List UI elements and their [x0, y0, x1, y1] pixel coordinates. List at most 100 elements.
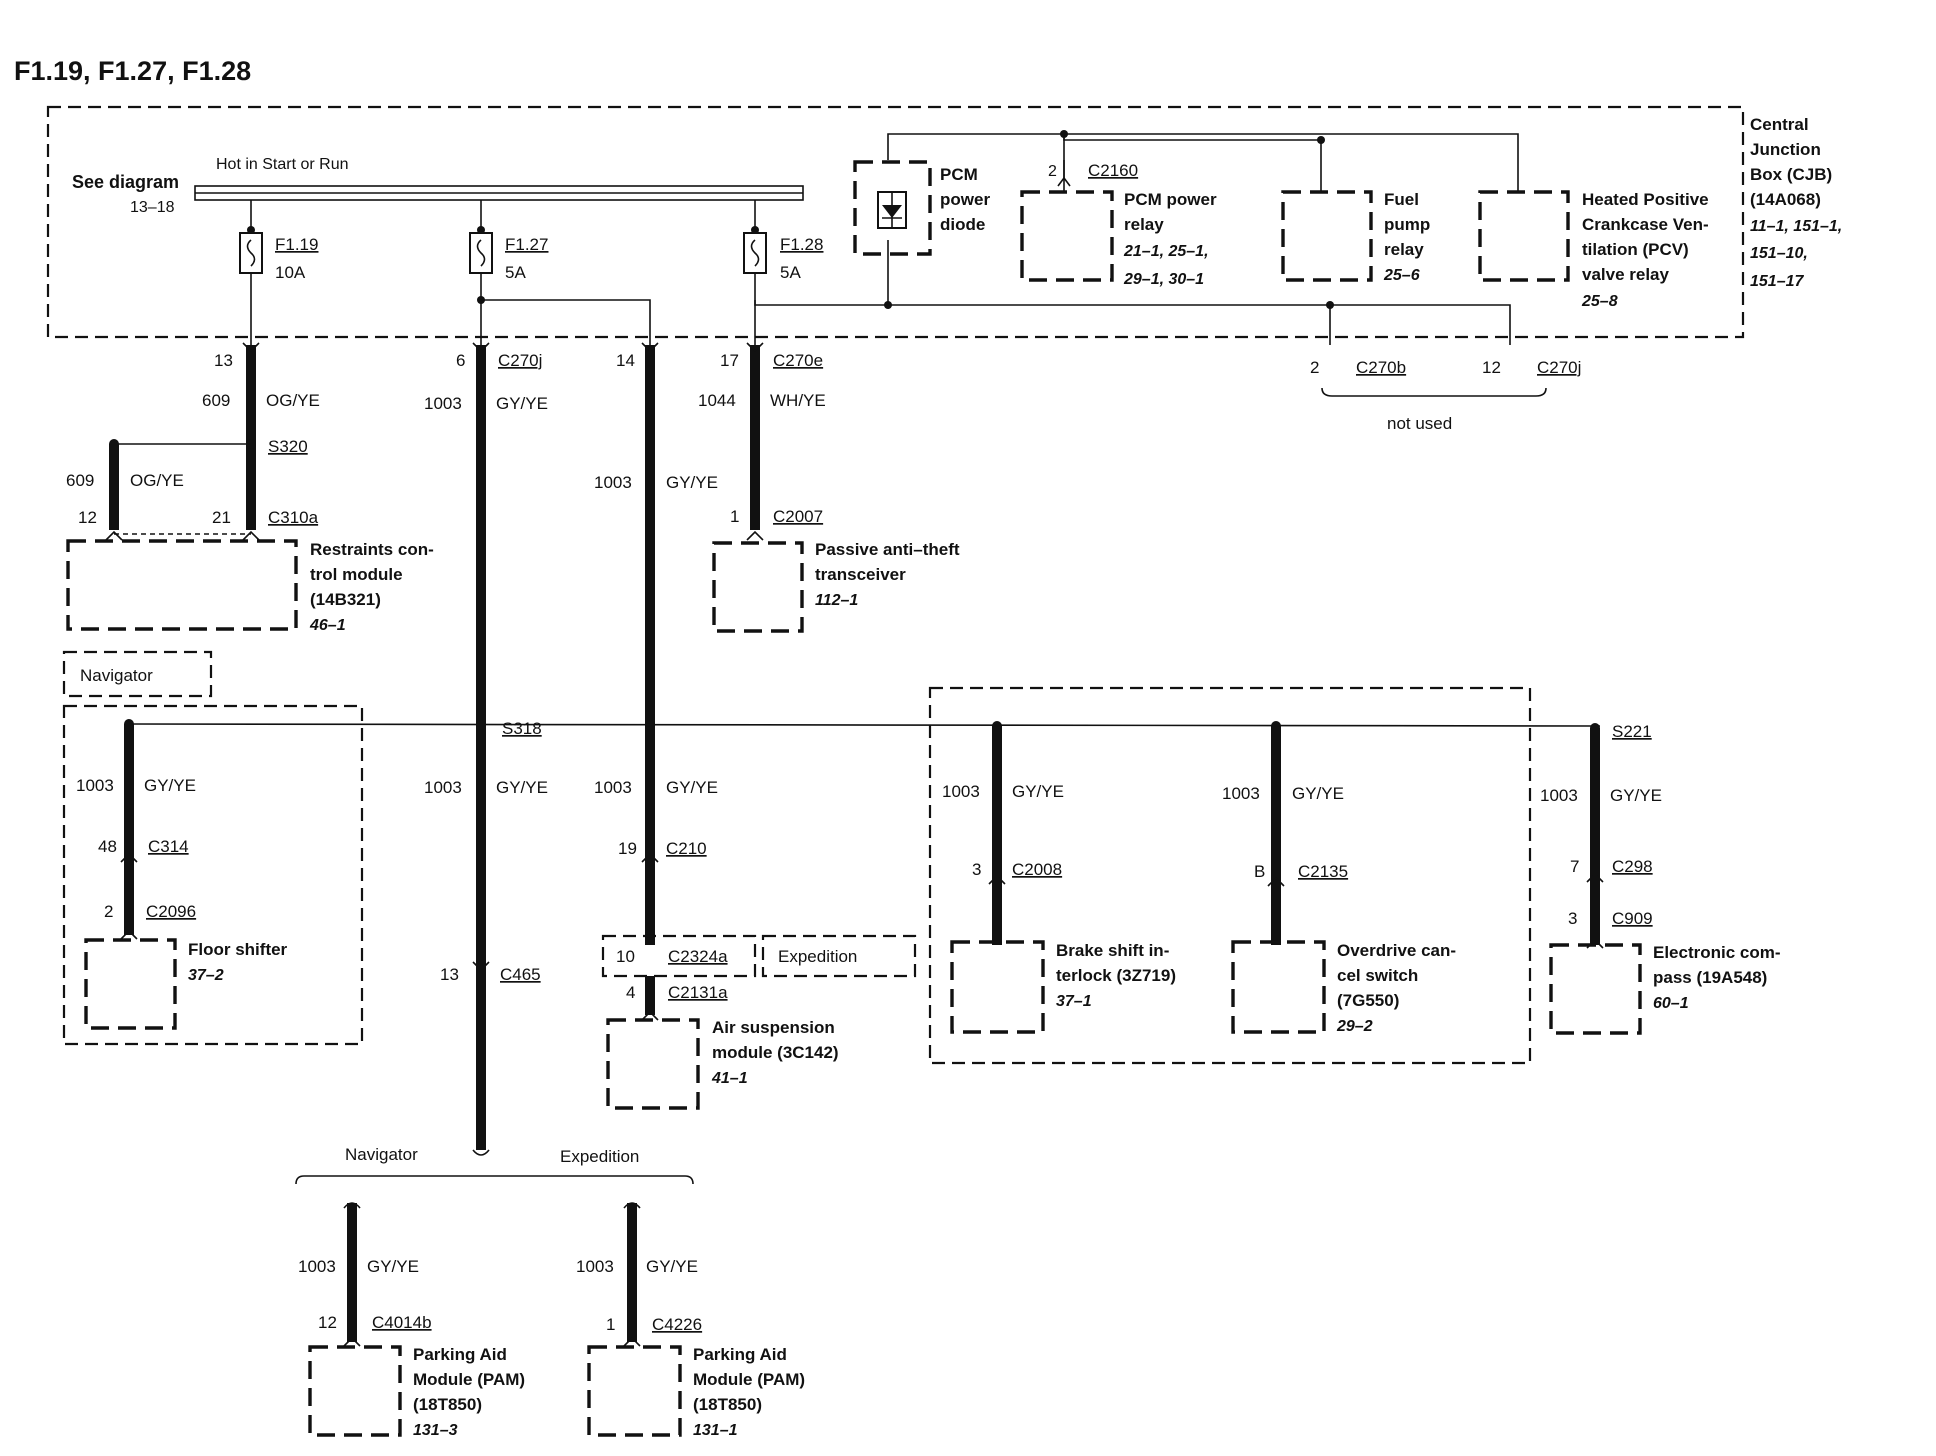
circuit-number: 1044 [698, 391, 736, 410]
splice-s320: S320 [268, 437, 308, 456]
passive-anti-theft-transceiver: Passive anti–theft transceiver 112–1 [712, 540, 960, 633]
pats-pin: 1 [730, 507, 739, 526]
circuit-number: 1003 [1222, 784, 1260, 803]
connector-label-2: C2096 [146, 902, 196, 921]
connector-label: C270j [498, 351, 542, 370]
pin-label-2: 10 [616, 947, 635, 966]
wire-color: GY/YE [1012, 782, 1064, 801]
connector-label: C4014b [372, 1313, 432, 1332]
cjb-label-4: (14A068) [1750, 190, 1821, 209]
fuse-name: F1.27 [505, 235, 548, 254]
pin-label: 14 [616, 351, 635, 370]
splice-s318: S318 [502, 719, 542, 738]
air-suspension-circuit: 1003 GY/YE 19 C210 10 C2324a Expedition … [594, 778, 917, 1021]
not-used-pin-1: 2 [1310, 358, 1319, 377]
rcm-label-1: Restraints con- [310, 540, 434, 559]
s318-bus [128, 723, 1601, 727]
overdrive-label-3: (7G550) [1337, 991, 1399, 1010]
pats-connector: C2007 [773, 507, 823, 526]
circuit-609: 13 609 OG/YE S320 609 OG/YE 12 21 C310a [66, 342, 320, 541]
trunk-wire-color: GY/YE [496, 778, 548, 797]
fuse-name: F1.19 [275, 235, 318, 254]
wire-color: GY/YE [144, 776, 196, 795]
pcv-valve-relay: Heated Positive Crankcase Ven- tilation … [1478, 190, 1709, 310]
restraints-control-module: Restraints con- trol module (14B321) 46–… [66, 539, 434, 634]
expedition-tag: Expedition [778, 947, 857, 966]
fuse-rating: 5A [505, 263, 526, 282]
option-group-border [928, 686, 1532, 1065]
pcv-label-2: Crankcase Ven- [1582, 215, 1709, 234]
pam-nav-label-2: Module (PAM) [413, 1370, 525, 1389]
fuel-pump-relay: Fuel pump relay 25–6 [1281, 190, 1430, 284]
pam-expedition-module: Parking Aid Module (PAM) (18T850) 131–1 [587, 1345, 805, 1439]
pin-label: 3 [972, 860, 981, 879]
cjb-internal-wiring [754, 130, 1519, 345]
wire-color: WH/YE [770, 391, 826, 410]
pin-label-1: 7 [1570, 857, 1579, 876]
air-susp-label-2: module (3C142) [712, 1043, 839, 1062]
circuit-1044: 17 C270e 1044 WH/YE 1 C2007 [698, 342, 826, 541]
air-susp-label-1: Air suspension [712, 1018, 835, 1037]
pin-label: B [1254, 862, 1265, 881]
branch-wire-color: OG/YE [130, 471, 184, 490]
circuit-number: 1003 [594, 473, 632, 492]
pcv-label-3: tilation (PCV) [1582, 240, 1689, 259]
pam-exp-label-2: Module (PAM) [693, 1370, 805, 1389]
relay-label-2: relay [1124, 215, 1164, 234]
cjb-label-2: Junction [1750, 140, 1821, 159]
pin-label: 12 [318, 1313, 337, 1332]
branch-circuit-number: 609 [66, 471, 94, 490]
fuel-relay-label-2: pump [1384, 215, 1430, 234]
fuse-rating: 10A [275, 263, 306, 282]
pin-label: 17 [720, 351, 739, 370]
pam-expedition-circuit: 1003 GY/YE 1 C4226 [576, 1202, 702, 1347]
pcv-ref: 25–8 [1581, 293, 1618, 310]
brake-shift-interlock: Brake shift in- terlock (3Z719) 37–1 [950, 940, 1176, 1034]
connector-label-1: C298 [1612, 857, 1653, 876]
pam-nav-ref: 131–3 [413, 1422, 458, 1439]
see-diagram-label: See diagram [72, 172, 179, 192]
fuel-relay-label-3: relay [1384, 240, 1424, 259]
relay-ref-1: 21–1, 25–1, [1123, 243, 1209, 260]
pam-navigator-circuit: 1003 GY/YE 12 C4014b [298, 1202, 432, 1347]
floor-shifter: Floor shifter 37–2 [84, 938, 288, 1030]
pin-label: 1 [606, 1315, 615, 1334]
overdrive-label-2: cel switch [1337, 966, 1418, 985]
pam-nav-label-3: (18T850) [413, 1395, 482, 1414]
wire-color: GY/YE [646, 1257, 698, 1276]
fuel-relay-ref: 25–6 [1383, 267, 1420, 284]
pin-label: 6 [456, 351, 465, 370]
pcv-label-4: valve relay [1582, 265, 1670, 284]
electronic-compass: Electronic com- pass (19A548) 60–1 [1549, 943, 1781, 1035]
model-split: Navigator Expedition [295, 1145, 694, 1185]
cjb-label-1: Central [1750, 115, 1809, 134]
circuit-number: 1003 [1540, 786, 1578, 805]
pcv-label-1: Heated Positive [1582, 190, 1709, 209]
central-junction-box: Central Junction Box (CJB) (14A068) 11–1… [46, 105, 1842, 339]
branch-pin: 12 [78, 508, 97, 527]
floor-shifter-circuit: 1003 GY/YE 48 C314 2 C2096 [76, 719, 196, 940]
diode-label-2: power [940, 190, 990, 209]
pin-label: 13 [214, 351, 233, 370]
trunk-pin: 13 [440, 965, 459, 984]
circuit-number: 609 [202, 391, 230, 410]
circuit-1003-middle: 14 1003 GY/YE [594, 342, 718, 945]
split-left: Navigator [345, 1145, 418, 1164]
pin-label-1: 19 [618, 839, 637, 858]
pin-label-1: 48 [98, 837, 117, 856]
not-used-connectors: 2 C270b 12 C270j not used [1310, 358, 1581, 433]
circuit-number: 1003 [424, 394, 462, 413]
wire-color: GY/YE [496, 394, 548, 413]
not-used-label: not used [1387, 414, 1452, 433]
rcm-ref: 46–1 [309, 617, 346, 634]
pats-label-1: Passive anti–theft [815, 540, 960, 559]
overdrive-circuit: 1003 GY/YE B C2135 [1222, 721, 1348, 945]
pin-label-3: 4 [626, 983, 635, 1002]
floor-shifter-label: Floor shifter [188, 940, 288, 959]
navigator-group-border [62, 704, 364, 1046]
pam-exp-label-3: (18T850) [693, 1395, 762, 1414]
cjb-ref-3: 151–17 [1750, 273, 1804, 290]
circuit-number: 1003 [298, 1257, 336, 1276]
pcm-power-relay: 2 C2160 PCM power relay 21–1, 25–1, 29–1… [1020, 161, 1217, 288]
circuit-number: 1003 [594, 778, 632, 797]
